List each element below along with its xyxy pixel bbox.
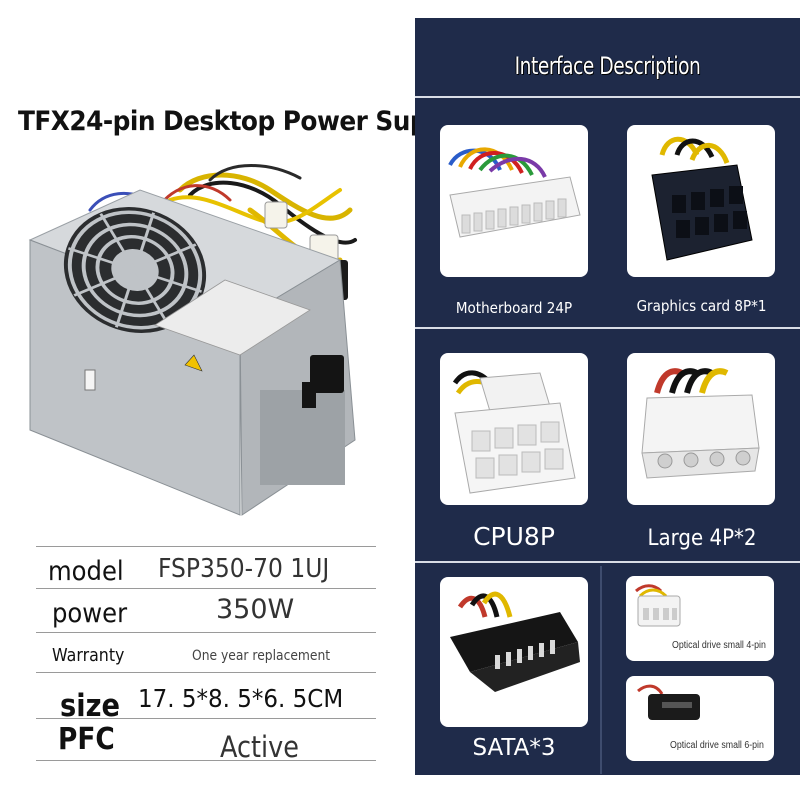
panel-divider xyxy=(415,561,800,563)
spec-divider xyxy=(36,546,376,547)
graphics-8p-card xyxy=(627,125,775,277)
sata-connector-image xyxy=(450,591,580,692)
warranty-value: One year replacement xyxy=(192,648,331,664)
product-title: TFX24-pin Desktop Power Supply xyxy=(18,106,469,137)
pfc-value: Active xyxy=(220,730,299,764)
panel-divider-vertical xyxy=(600,566,602,774)
sata-card xyxy=(440,577,588,727)
large-4p-label: Large 4P*2 xyxy=(647,526,757,551)
spec-divider xyxy=(36,632,376,633)
cpu-8p-card xyxy=(440,353,588,505)
power-value: 350W xyxy=(216,594,295,625)
spec-divider xyxy=(36,718,376,719)
optical-4pin-connector-image xyxy=(635,584,681,627)
power-label: power xyxy=(52,598,128,629)
optical-6pin-card: Optical drive small 6-pin xyxy=(626,676,774,761)
spec-divider xyxy=(36,588,376,589)
spec-divider xyxy=(36,672,376,673)
molex-4p-connector-image xyxy=(641,368,760,479)
warranty-label: Warranty xyxy=(52,645,125,666)
graphics-connector-image xyxy=(651,136,753,261)
motherboard-connector-image xyxy=(448,147,581,238)
power-supply-image xyxy=(28,164,357,516)
large-4p-card xyxy=(627,353,775,505)
interface-panel-title: Interface Description xyxy=(514,52,701,80)
graphics-8p-label: Graphics card 8P*1 xyxy=(636,297,767,315)
optical-4pin-card: Optical drive small 4-pin xyxy=(626,576,774,661)
optical-6pin-label: Optical drive small 6-pin xyxy=(670,740,764,751)
warning-icon xyxy=(184,354,203,372)
cpu-connector-image xyxy=(452,370,576,494)
spec-divider xyxy=(36,760,376,761)
rating-label xyxy=(154,279,311,356)
cpu-8p-label: CPU8P xyxy=(473,522,555,551)
sata-label: SATA*3 xyxy=(472,735,556,761)
fan-grille xyxy=(63,207,207,333)
pfc-label: PFC xyxy=(58,722,115,757)
optical-6pin-connector-image xyxy=(637,684,700,720)
ac-socket-image xyxy=(310,355,344,393)
size-value: 17. 5*8. 5*6. 5CM xyxy=(138,684,344,713)
model-value: FSP350-70 1UJ xyxy=(158,554,330,584)
panel-divider xyxy=(415,96,800,98)
motherboard-24p-label: Motherboard 24P xyxy=(455,299,573,317)
optical-4pin-label: Optical drive small 4-pin xyxy=(672,640,766,651)
panel-divider xyxy=(415,327,800,329)
motherboard-24p-card xyxy=(440,125,588,277)
model-label: model xyxy=(48,556,124,587)
